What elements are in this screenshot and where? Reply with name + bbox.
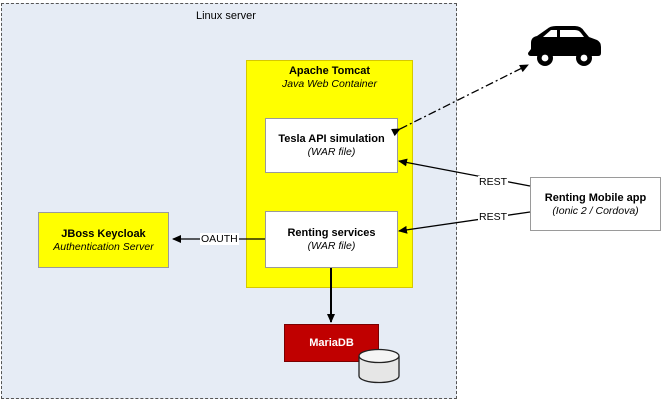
tesla-api-title: Tesla API simulation [278, 133, 385, 145]
linux-server-label: Linux server [196, 10, 256, 22]
rest-connector-renting [398, 211, 531, 234]
keycloak-subtitle: Authentication Server [53, 240, 154, 253]
tesla-api-subtitle: (WAR file) [307, 146, 356, 158]
tesla-api-box: Tesla API simulation (WAR file) [265, 118, 398, 173]
car-icon [528, 26, 601, 66]
rest-connector-tesla [398, 158, 531, 187]
tomcat-subtitle: Java Web Container [282, 78, 377, 90]
renting-services-title: Renting services [287, 227, 376, 239]
renting-services-box: Renting services (WAR file) [265, 211, 398, 268]
database-cylinder-icon [358, 348, 400, 384]
tomcat-title: Apache Tomcat [288, 65, 371, 77]
mobile-app-box: Renting Mobile app (Ionic 2 / Cordova) [530, 177, 661, 231]
tomcat-header: Apache Tomcat Java Web Container [246, 64, 413, 91]
renting-services-subtitle: (WAR file) [307, 240, 356, 252]
car-connector [391, 64, 529, 137]
mobile-app-subtitle: (Ionic 2 / Cordova) [552, 204, 639, 217]
oauth-label: OAUTH [200, 233, 239, 245]
rest-label-renting: REST [478, 211, 509, 223]
keycloak-box: JBoss Keycloak Authentication Server [38, 212, 169, 268]
mariadb-box: MariaDB [284, 324, 379, 362]
mariadb-title: MariaDB [309, 337, 354, 349]
rest-label-tesla: REST [478, 176, 509, 188]
keycloak-title: JBoss Keycloak [61, 227, 146, 240]
mobile-app-title: Renting Mobile app [544, 191, 647, 204]
